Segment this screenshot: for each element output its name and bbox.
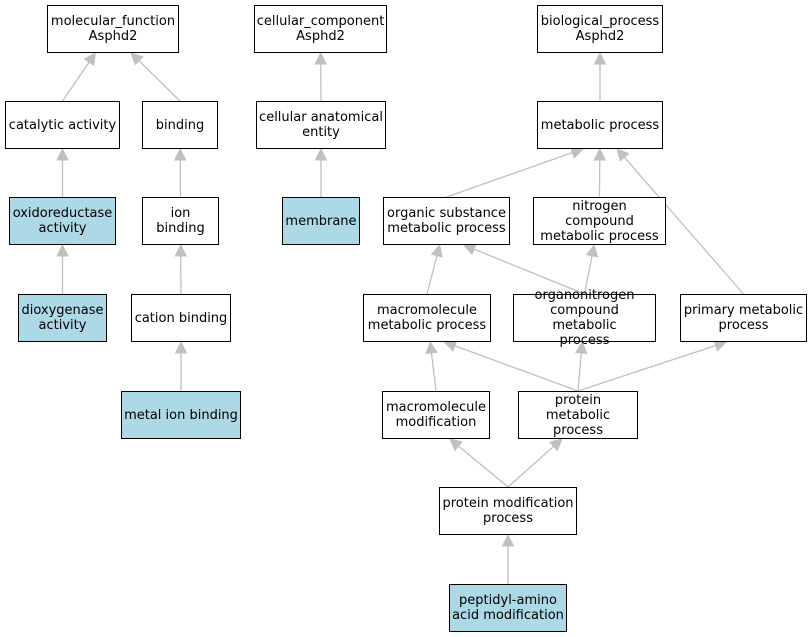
node-line: primary metabolic	[683, 303, 804, 318]
node-binding[interactable]: binding	[142, 101, 218, 149]
edge-line	[61, 61, 90, 102]
node-line: organic substance	[387, 206, 506, 221]
edge-arrowhead	[425, 340, 438, 355]
node-line: oxidoreductase	[12, 206, 113, 221]
node-metabolic-process[interactable]: metabolic process	[537, 101, 663, 149]
edge-arrowhead	[56, 243, 69, 257]
edge-line	[458, 445, 509, 488]
node-line: protein modification	[442, 496, 574, 511]
edge-arrowhead	[130, 52, 144, 66]
node-line: acid modification	[452, 608, 564, 623]
node-line: macromolecule	[376, 303, 477, 318]
node-line: binding	[155, 117, 205, 133]
edge-arrowhead	[314, 147, 328, 161]
node-line: macromolecule	[385, 400, 486, 415]
edge-line	[623, 156, 744, 295]
edge-arrowhead	[501, 533, 515, 547]
node-line: biological_process	[540, 14, 660, 29]
edge-arrowhead	[585, 243, 599, 258]
edge-line	[473, 248, 585, 295]
node-line: peptidyl-amino	[459, 593, 557, 608]
edge-line	[507, 445, 555, 488]
node-line: organonitrogen	[534, 288, 635, 303]
node-catalytic-activity[interactable]: catalytic activity	[5, 101, 120, 149]
node-line: metabolic process	[367, 318, 487, 333]
edge-arrowhead	[549, 438, 563, 452]
node-line: protein metabolic	[545, 392, 611, 423]
node-ion-binding[interactable]: ion binding	[142, 197, 219, 245]
node-line: Asphd2	[88, 29, 138, 44]
node-line: nitrogen compound	[565, 198, 634, 229]
edge-arrowhead	[449, 438, 463, 452]
node-line: catalytic activity	[8, 117, 117, 133]
node-line: activity	[38, 318, 87, 333]
edge-line	[577, 344, 716, 392]
edge-arrowhead	[83, 52, 96, 67]
edge-arrowhead	[174, 340, 188, 354]
node-line: Asphd2	[296, 29, 345, 44]
edge-arrowhead	[314, 51, 328, 65]
node-line: Asphd2	[575, 29, 625, 44]
edge-line	[577, 352, 582, 392]
node-line: process	[483, 511, 533, 526]
edge-line	[446, 152, 573, 198]
edge-arrowhead	[443, 340, 458, 352]
node-line: metal ion binding	[124, 407, 238, 423]
node-line: cation binding	[134, 310, 228, 326]
node-line: activity	[38, 221, 87, 236]
node-line: process	[559, 333, 610, 348]
edge-arrowhead	[462, 243, 477, 256]
node-membrane[interactable]: membrane	[282, 197, 360, 245]
edge-line	[430, 352, 437, 392]
edge-line	[426, 255, 438, 295]
node-cation-binding[interactable]: cation binding	[131, 294, 231, 342]
node-line: process	[553, 422, 603, 438]
edge-arrowhead	[430, 243, 443, 258]
node-line: membrane	[285, 213, 357, 229]
node-line: cellular_component	[256, 14, 385, 29]
node-line: cellular anatomical	[259, 110, 383, 125]
node-line: modification	[395, 415, 477, 430]
node-line: ion binding	[156, 206, 205, 236]
edge-line	[454, 345, 579, 392]
edge-line	[138, 60, 181, 102]
edge-arrowhead	[173, 147, 187, 161]
node-line: compound metabolic	[550, 303, 619, 333]
edge-arrowhead	[56, 147, 69, 161]
node-line: process	[718, 318, 769, 333]
node-line: metabolic process	[387, 221, 506, 236]
node-metal-ion-binding[interactable]: metal ion binding	[121, 391, 241, 439]
edge-arrowhead	[593, 51, 607, 65]
edge-arrowhead	[593, 147, 607, 161]
edge-arrowhead	[174, 243, 188, 257]
node-line: metabolic process	[540, 228, 659, 244]
edge-arrowhead	[616, 148, 630, 162]
node-line: molecular_function	[50, 14, 176, 29]
edge-arrowhead	[574, 340, 588, 354]
edge-arrowhead	[569, 146, 584, 159]
node-line: dioxygenase	[21, 303, 104, 318]
node-line: metabolic process	[540, 117, 660, 133]
edge-line	[583, 255, 593, 295]
node-line: entity	[302, 125, 340, 140]
